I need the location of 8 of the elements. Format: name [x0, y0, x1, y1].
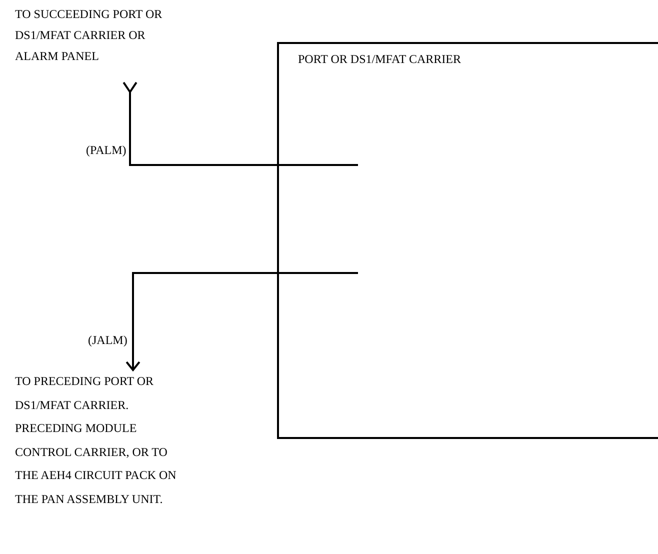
destination-text: TO PRECEDING PORT OR DS1/MFAT CARRIER. PRECEDING MODULE CONTROL CARRIER, OR TO THE AEH4 CIRCUIT PACK ON THE PAN ASSEMBLY UNIT.: [15, 370, 193, 511]
box-title: PORT OR DS1/MFAT CARRIER: [298, 51, 461, 68]
edge-label: (JALM): [86, 333, 130, 348]
destination-text: TO SUCCEEDING PORT OR DS1/MFAT CARRIER OR ALARM PANEL: [15, 4, 167, 92]
carrier-box: [277, 42, 658, 439]
arrow: [126, 272, 358, 371]
edge-label: (PALM): [84, 143, 128, 158]
connector-line: [122, 81, 358, 166]
